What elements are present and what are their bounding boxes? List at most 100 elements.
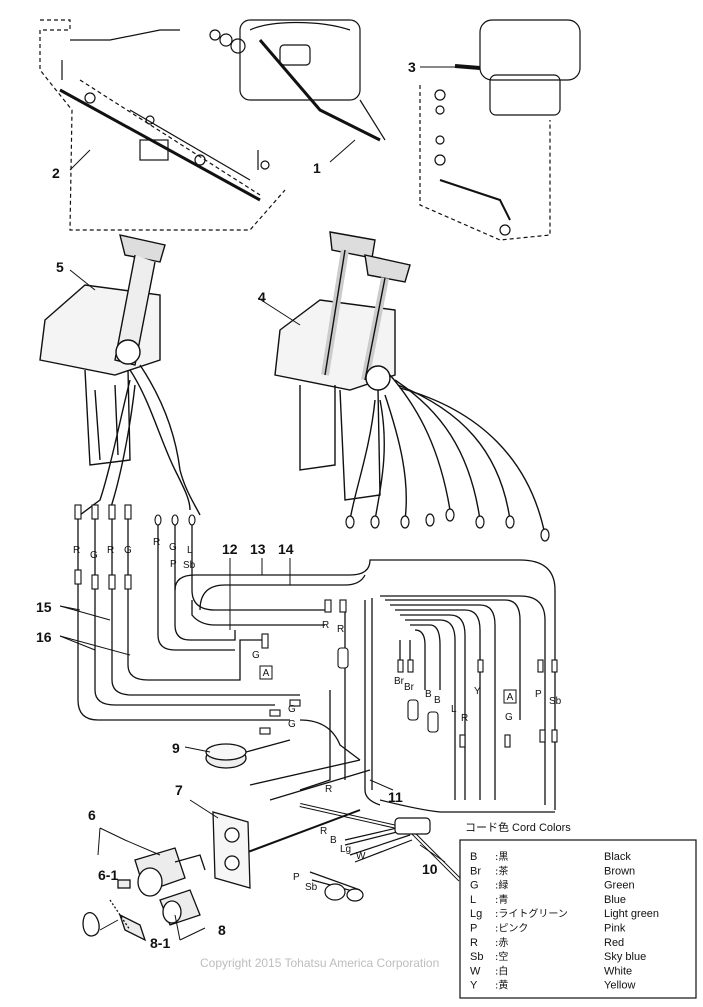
legend-jp: :赤 xyxy=(495,937,508,949)
legend-jp: :茶 xyxy=(495,864,508,877)
svg-text:Lg: Lg xyxy=(340,844,351,855)
leader-lines xyxy=(59,66,460,941)
legend-row: Lg :ライトグリーン Light green xyxy=(470,907,659,920)
callout-2: 2 xyxy=(52,165,60,181)
legend-jp: :空 xyxy=(495,950,508,963)
svg-text:R: R xyxy=(73,545,80,556)
switch-panel-7 xyxy=(212,811,251,889)
legend-en: Pink xyxy=(604,923,626,935)
legend-en: Light green xyxy=(604,908,659,920)
legend-code: Lg xyxy=(470,908,482,920)
legend-code: P xyxy=(470,923,477,935)
legend-row: R :赤 Red xyxy=(470,937,624,949)
callout-numbers: 1 2 3 4 5 6 6-1 7 8 8-1 9 10 11 12 13 14… xyxy=(36,59,438,951)
svg-text:R: R xyxy=(107,545,114,556)
legend-row: L :青 Blue xyxy=(470,893,626,906)
legend-jp: :黄 xyxy=(495,979,508,992)
callout-9: 9 xyxy=(172,740,180,756)
single-lever-remote-5 xyxy=(39,234,201,516)
legend-code: W xyxy=(470,965,481,977)
svg-text:A: A xyxy=(263,668,270,679)
legend-jp: :黒 xyxy=(495,851,508,863)
svg-text:Br: Br xyxy=(394,676,405,687)
callout-1: 1 xyxy=(313,160,321,176)
svg-text:P: P xyxy=(170,559,177,570)
svg-text:Sb: Sb xyxy=(183,560,196,571)
svg-text:B: B xyxy=(330,835,337,846)
legend-en: Black xyxy=(604,851,631,863)
svg-text:R: R xyxy=(337,624,344,635)
svg-text:P: P xyxy=(535,689,542,700)
legend-jp: :ライトグリーン xyxy=(495,907,568,920)
svg-text:R: R xyxy=(322,620,329,631)
harness-plug-10 xyxy=(309,817,431,902)
svg-text:G: G xyxy=(288,704,296,715)
svg-text:B: B xyxy=(425,689,432,700)
svg-text:R: R xyxy=(461,713,468,724)
legend-en: White xyxy=(604,965,632,977)
callout-6-1: 6-1 xyxy=(98,867,118,883)
linkage-assembly-2 xyxy=(39,19,286,231)
svg-text:Y: Y xyxy=(474,686,481,697)
callout-5: 5 xyxy=(56,259,64,275)
legend-code: B xyxy=(470,851,477,863)
legend-row: Y :黄 Yellow xyxy=(470,979,635,992)
legend-jp: :緑 xyxy=(495,879,508,892)
svg-text:W: W xyxy=(356,851,366,862)
dual-lever-remote-4 xyxy=(274,231,546,536)
legend-en: Sky blue xyxy=(604,951,646,963)
svg-text:L: L xyxy=(187,545,193,556)
bracket-assembly-3 xyxy=(419,19,581,241)
legend-en: Yellow xyxy=(604,980,635,992)
copyright-text: Copyright 2015 Tohatsu America Corporati… xyxy=(200,956,439,970)
callout-12: 12 xyxy=(222,541,238,557)
callout-7: 7 xyxy=(175,782,183,798)
legend-jp: :白 xyxy=(495,964,508,977)
legend-jp: :青 xyxy=(495,893,508,906)
svg-text:B: B xyxy=(434,695,441,706)
legend-jp: :ピンク xyxy=(495,923,528,935)
callout-4: 4 xyxy=(258,289,266,305)
key-switch-6 xyxy=(117,847,206,897)
legend-frame xyxy=(459,839,697,999)
ref-box-a2: A xyxy=(503,689,517,704)
wire-color-labels: R G R G R G P L Sb G G G R R Br Br B B L… xyxy=(73,537,562,893)
legend-code: Br xyxy=(470,865,481,877)
legend-row: W :白 White xyxy=(470,964,632,977)
svg-text:A: A xyxy=(507,692,514,703)
svg-text:Sb: Sb xyxy=(549,696,562,707)
buzzer-9 xyxy=(205,739,291,769)
svg-text:G: G xyxy=(288,719,296,730)
legend-en: Blue xyxy=(604,894,626,906)
callout-6: 6 xyxy=(88,807,96,823)
legend-code: L xyxy=(470,894,476,906)
legend-row: B :黒 Black xyxy=(470,851,631,863)
callout-15: 15 xyxy=(36,599,52,615)
svg-text:G: G xyxy=(90,550,98,561)
svg-text:P: P xyxy=(293,872,300,883)
svg-text:G: G xyxy=(124,545,132,556)
callout-13: 13 xyxy=(250,541,266,557)
svg-text:R: R xyxy=(325,784,332,795)
callout-3: 3 xyxy=(408,59,416,75)
legend-code: Y xyxy=(470,980,478,992)
legend-en: Green xyxy=(604,880,635,892)
legend-row: P :ピンク Pink xyxy=(470,923,626,935)
dual-remote-terminals xyxy=(345,508,550,542)
callout-11: 11 xyxy=(388,789,403,805)
legend-code: R xyxy=(470,937,478,949)
svg-text:L: L xyxy=(451,704,457,715)
stop-switch-8 xyxy=(82,889,201,942)
svg-text:G: G xyxy=(505,712,513,723)
svg-text:R: R xyxy=(320,826,327,837)
shaft-assembly-1 xyxy=(209,19,386,142)
legend-en: Red xyxy=(604,937,624,949)
callout-8-1: 8-1 xyxy=(150,935,170,951)
callout-10: 10 xyxy=(422,861,438,877)
svg-text:R: R xyxy=(153,537,160,548)
